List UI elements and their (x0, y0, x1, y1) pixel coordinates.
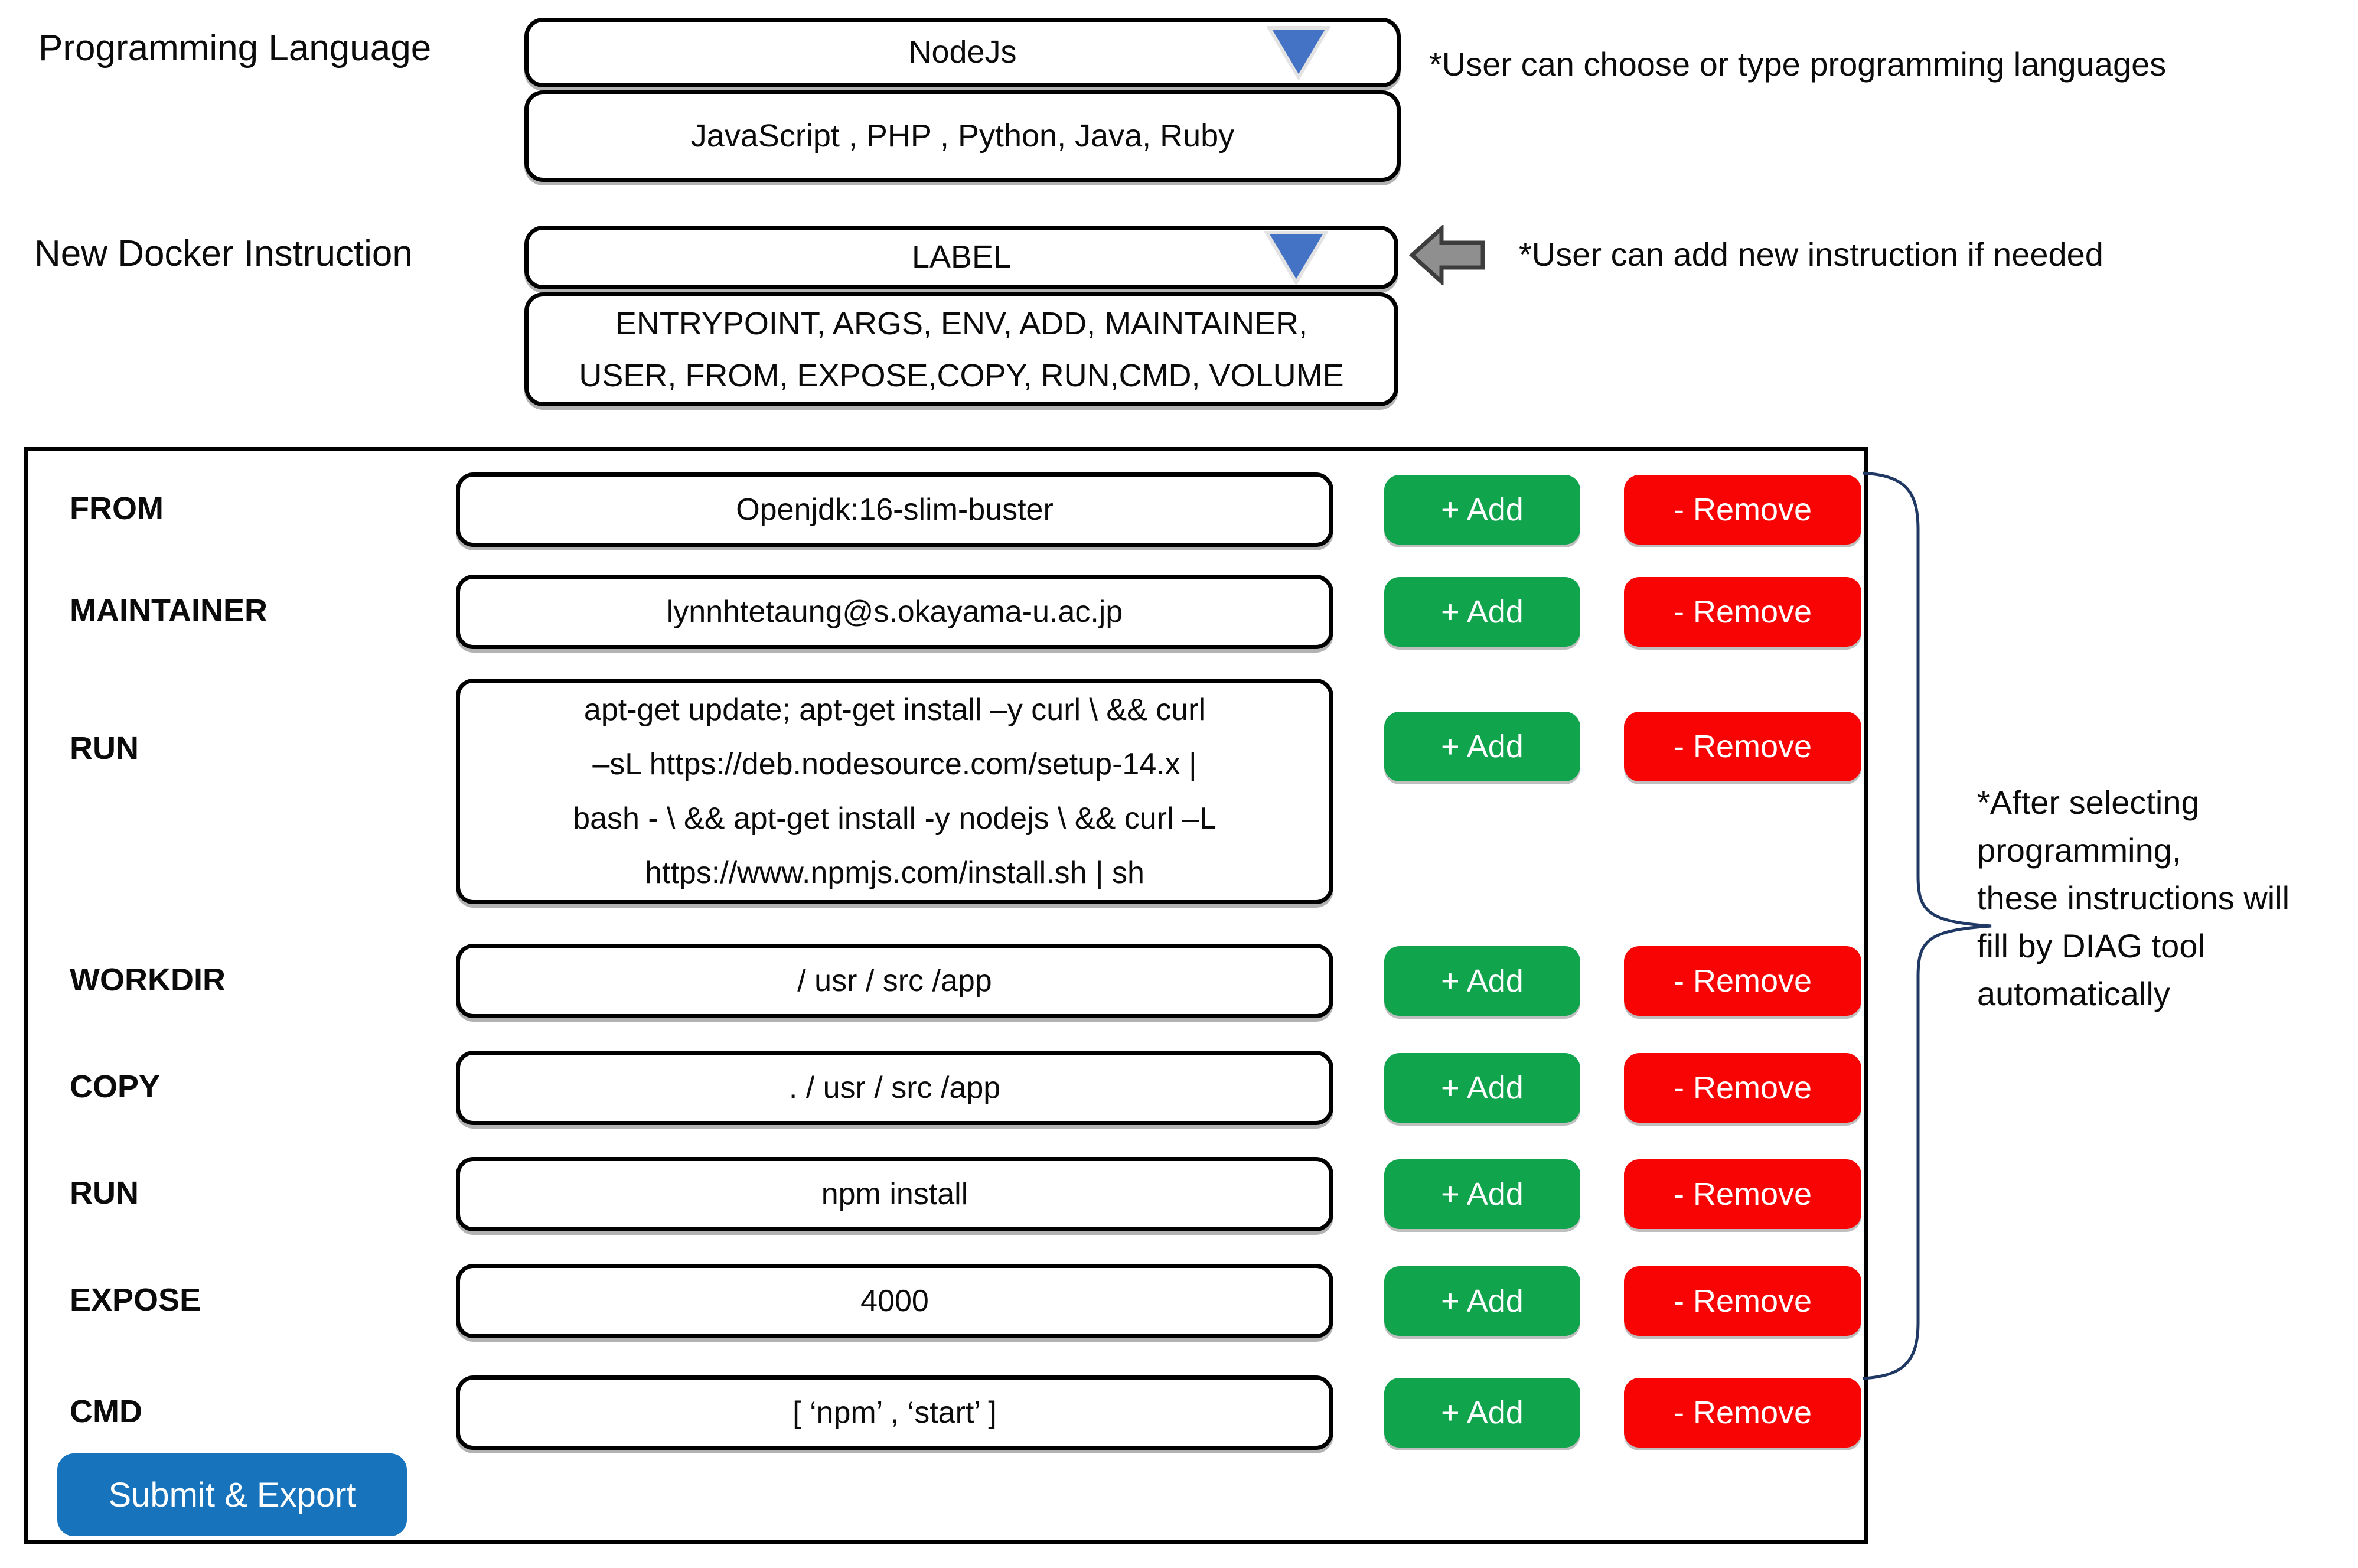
add-button[interactable]: + Add (1384, 1266, 1580, 1336)
row-label-maintainer: MAINTAINER (70, 593, 268, 628)
docker-instruction-label: New Docker Instruction (34, 233, 413, 274)
row-value-field-copy[interactable]: . / usr / src /app (456, 1051, 1333, 1125)
add-button[interactable]: + Add (1384, 475, 1580, 545)
curly-brace (1862, 471, 1992, 1380)
docker-instruction-value: LABEL (911, 239, 1012, 275)
instruction-options-line1: ENTRYPOINT, ARGS, ENV, ADD, MAINTAINER, (615, 305, 1308, 341)
programming-language-options: JavaScript , PHP , Python, Java, Ruby (524, 90, 1401, 182)
row-value-field-maintainer[interactable]: lynnhtetaung@s.okayama-u.ac.jp (456, 575, 1333, 649)
auto-fill-note: *After selecting programming, these inst… (1977, 784, 2290, 1012)
remove-button[interactable]: - Remove (1624, 1053, 1861, 1123)
field-text: / usr / src /app (797, 963, 992, 998)
row-value-field-workdir[interactable]: / usr / src /app (456, 944, 1333, 1018)
add-button[interactable]: + Add (1384, 946, 1580, 1016)
arrow-left-icon (1408, 225, 1485, 285)
row-label-run: RUN (70, 731, 139, 766)
field-text: . / usr / src /app (788, 1070, 1001, 1105)
submit-export-button[interactable]: Submit & Export (57, 1453, 407, 1536)
chevron-down-icon[interactable] (1267, 25, 1330, 80)
remove-button[interactable]: - Remove (1624, 1378, 1861, 1448)
row-value-field-run[interactable]: apt-get update; apt-get install –y curl … (456, 679, 1333, 904)
row-label-workdir: WORKDIR (70, 962, 226, 997)
programming-language-value: NodeJs (908, 34, 1017, 70)
add-button[interactable]: + Add (1384, 712, 1580, 781)
row-value-field-from[interactable]: Openjdk:16-slim-buster (456, 472, 1333, 547)
docker-instruction-options: ENTRYPOINT, ARGS, ENV, ADD, MAINTAINER, … (524, 292, 1398, 406)
row-label-from: FROM (70, 491, 164, 526)
instruction-note: *User can add new instruction if needed (1519, 236, 2103, 273)
remove-button[interactable]: - Remove (1624, 577, 1861, 647)
programming-language-label: Programming Language (38, 28, 432, 69)
add-button[interactable]: + Add (1384, 1159, 1580, 1229)
language-options-text: JavaScript , PHP , Python, Java, Ruby (690, 118, 1235, 154)
row-label-copy: COPY (70, 1069, 161, 1104)
field-text: lynnhtetaung@s.okayama-u.ac.jp (666, 594, 1123, 629)
add-button[interactable]: + Add (1384, 1053, 1580, 1123)
row-value-field-expose[interactable]: 4000 (456, 1264, 1333, 1338)
programming-language-dropdown[interactable]: NodeJs (524, 18, 1401, 87)
row-value-field-run2[interactable]: npm install (456, 1157, 1333, 1231)
remove-button[interactable]: - Remove (1624, 475, 1861, 545)
row-label-run2: RUN (70, 1175, 139, 1211)
field-text: apt-get update; apt-get install –y curl … (573, 693, 1216, 890)
remove-button[interactable]: - Remove (1624, 712, 1861, 781)
field-text: Openjdk:16-slim-buster (736, 492, 1054, 527)
chevron-down-icon[interactable] (1264, 230, 1328, 285)
docker-instruction-dropdown[interactable]: LABEL (524, 226, 1398, 289)
row-label-expose: EXPOSE (70, 1282, 201, 1318)
instruction-options-line2: USER, FROM, EXPOSE,COPY, RUN,CMD, VOLUME (579, 357, 1344, 393)
field-text: npm install (821, 1176, 968, 1211)
field-text: 4000 (860, 1283, 929, 1318)
remove-button[interactable]: - Remove (1624, 1159, 1861, 1229)
field-text: [ ‘npm’ , ‘start’ ] (792, 1395, 997, 1430)
remove-button[interactable]: - Remove (1624, 946, 1861, 1016)
language-note: *User can choose or type programming lan… (1429, 45, 2167, 83)
remove-button[interactable]: - Remove (1624, 1266, 1861, 1336)
add-button[interactable]: + Add (1384, 1378, 1580, 1448)
add-button[interactable]: + Add (1384, 577, 1580, 647)
row-label-cmd: CMD (70, 1394, 142, 1429)
row-value-field-cmd[interactable]: [ ‘npm’ , ‘start’ ] (456, 1375, 1333, 1450)
instructions-panel: FROM Openjdk:16-slim-buster + Add - Remo… (24, 447, 1868, 1544)
